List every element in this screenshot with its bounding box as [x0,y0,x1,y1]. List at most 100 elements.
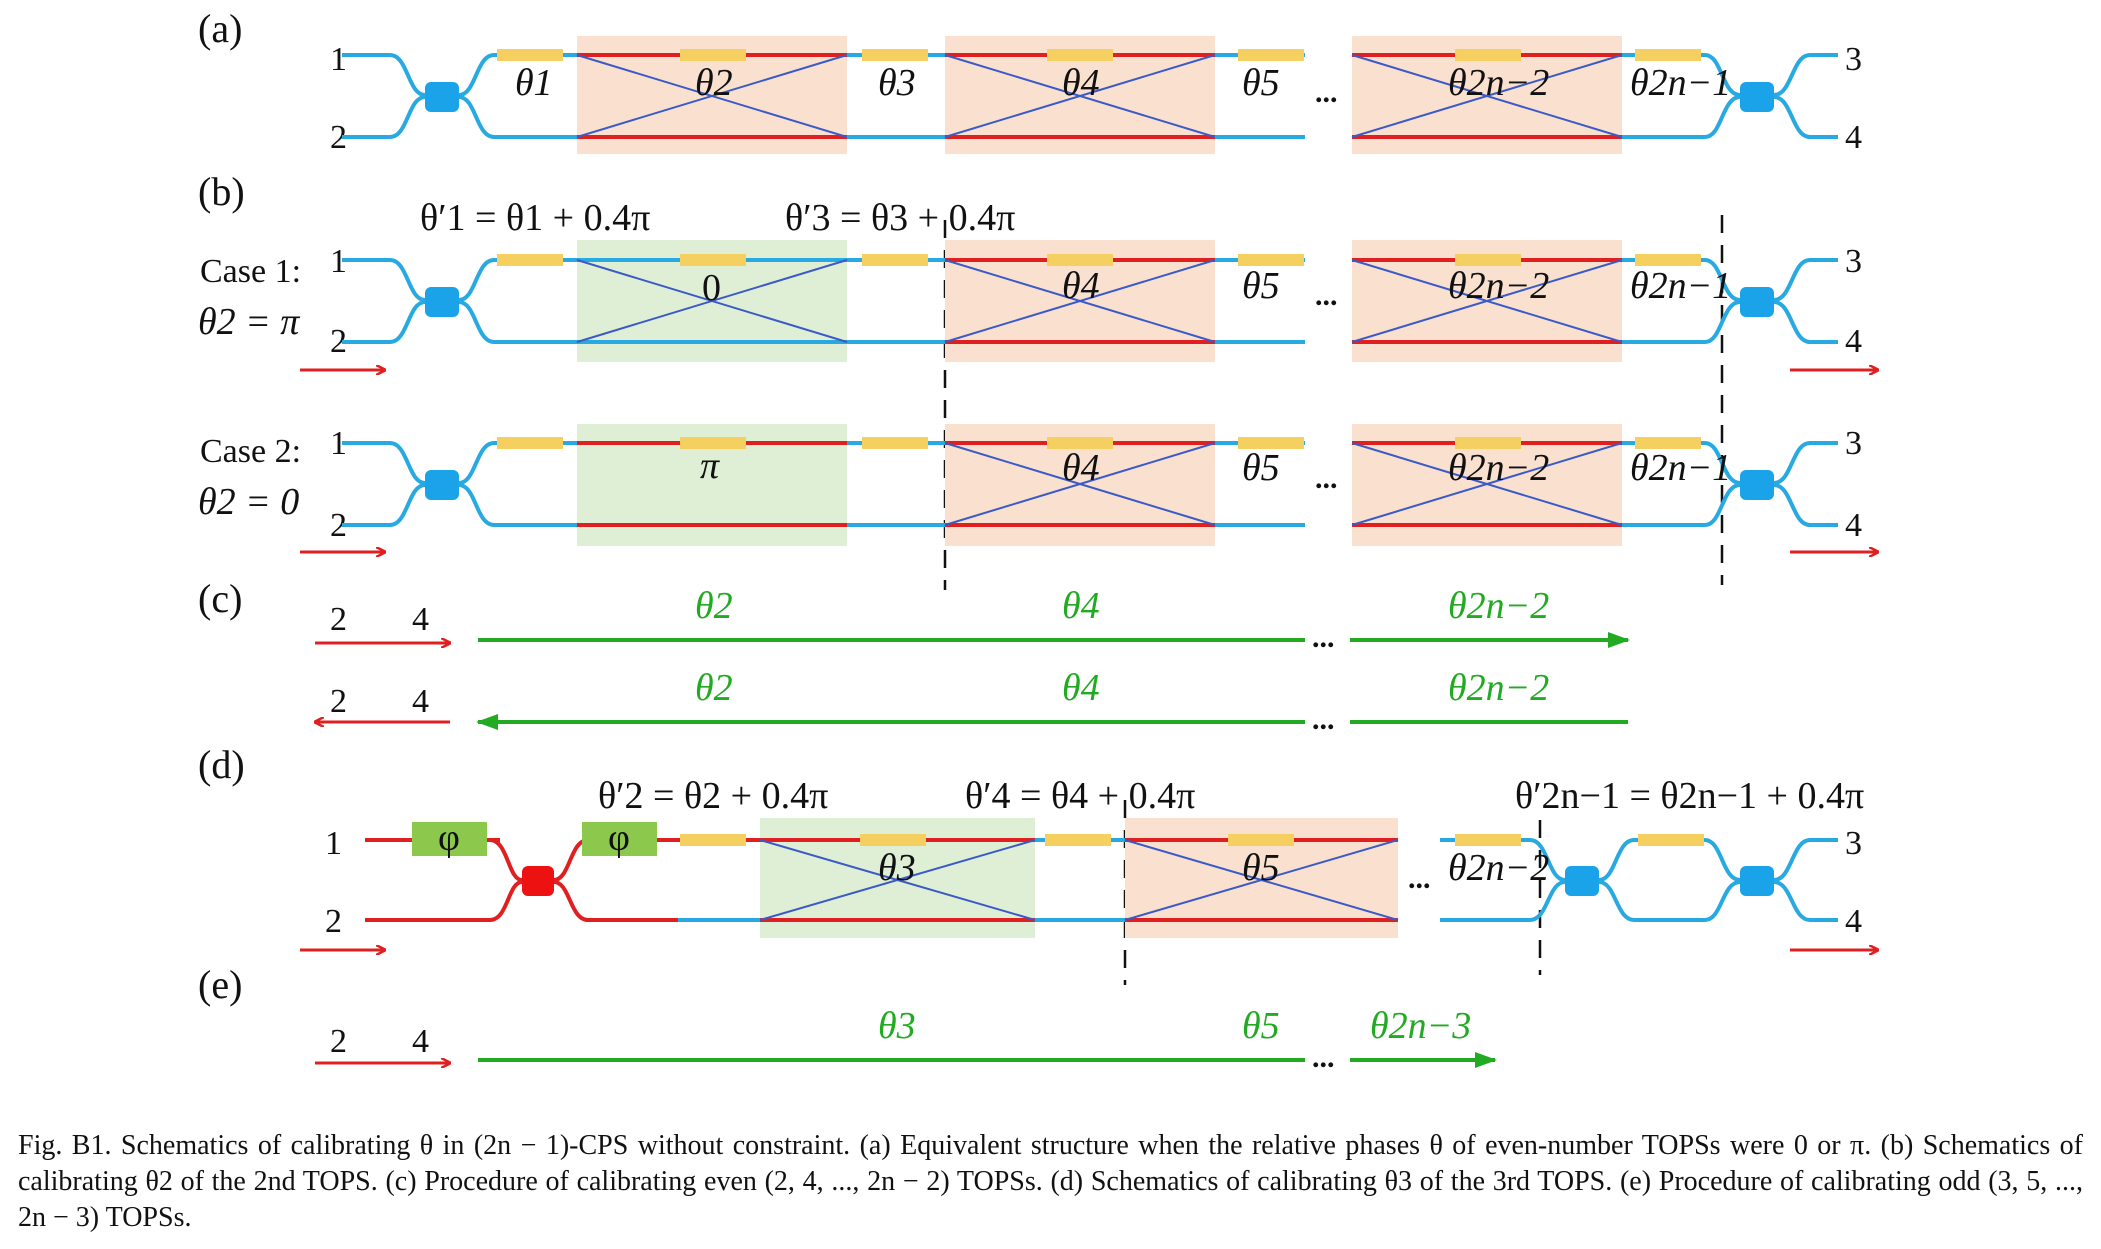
theta-label: θ3 [878,847,916,889]
waveguide [458,441,577,485]
heater [1238,437,1304,449]
panel-b: (b) θ′1 = θ1 + 0.4π θ′3 = θ3 + 0.4π Case… [198,169,1878,590]
port-1-label: 1 [330,41,347,78]
heater [860,834,926,846]
theta-label: θ2n−1 [1630,265,1731,307]
theta-label: θ2n−2 [1448,847,1549,889]
coupler [425,287,459,317]
waveguide [342,53,426,97]
waveguide [1622,53,1741,97]
port-2-label: 2 [330,683,347,720]
waveguide [1773,880,1838,922]
port-2-label: 2 [325,903,342,940]
equation-theta2n1-prime: θ′2n−1 = θ2n−1 + 0.4π [1515,775,1864,817]
heater [1455,437,1521,449]
heater [1635,254,1701,266]
port-2-label: 2 [330,323,347,360]
panel-label-c: (c) [198,576,242,621]
port-4-label: 4 [1845,903,1862,940]
heater [1455,49,1521,61]
case-2-condition: θ2 = 0 [198,481,299,523]
heater [1228,834,1294,846]
heater [680,834,746,846]
cross-line [944,442,1216,526]
panel-d: (d) θ′2 = θ2 + 0.4π θ′4 = θ4 + 0.4π θ′2n… [198,742,1878,985]
phi-label: φ [608,817,630,859]
panel-label-a: (a) [198,6,242,51]
heater [1638,834,1704,846]
theta-label: θ4 [1062,447,1100,489]
waveguide [1773,838,1838,882]
cross-line [1351,442,1623,526]
ellipsis: ... [1408,862,1431,895]
port-2-label: 2 [330,1023,347,1060]
heater [1455,834,1521,846]
waveguide [458,95,577,139]
waveguide [458,300,945,344]
ellipsis: ... [1315,462,1338,495]
port-2-label: 2 [330,119,347,156]
cross-line [1351,54,1623,138]
port-4-label: 4 [412,683,429,720]
port-4-label: 4 [1845,119,1862,156]
waveguide [1773,483,1838,527]
ellipsis: ... [1312,621,1335,654]
waveguide [1598,880,1741,922]
panel-label-e: (e) [198,962,242,1007]
green-tops-value: 0 [702,267,721,309]
theta-label: θ5 [1242,447,1280,489]
port-3-label: 3 [1845,243,1862,280]
heater [1455,254,1521,266]
waveguide [342,441,426,485]
heater [1047,254,1113,266]
theta-label: θ2n−2 [1448,447,1549,489]
case-2-label: Case 2: [200,433,301,470]
heater [497,254,563,266]
theta-label: θ2n−2 [1448,265,1549,307]
panel-c: (c) 2 4 ... θ2 θ4 θ2n−2 2 4 ... θ2 θ4 θ2… [198,576,1630,736]
cross-line [759,839,1036,921]
theta-label: θ3 [878,1005,916,1047]
figure-caption: Fig. B1. Schematics of calibrating θ in … [18,1130,2083,1233]
theta-label: θ2n−2 [1448,62,1549,104]
port-4-label: 4 [412,601,429,638]
panel-label-b: (b) [198,169,245,214]
port-1-label: 1 [325,825,342,862]
theta-label: θ5 [1242,847,1280,889]
heater [1045,834,1111,846]
theta-label: θ4 [1062,667,1100,709]
heater [862,254,928,266]
heater [1635,49,1701,61]
heater [1047,437,1113,449]
phase-shifter-phi [582,822,657,856]
ellipsis: ... [1315,76,1338,109]
waveguide [1773,53,1838,97]
waveguide [1773,95,1838,139]
cross-line [1351,259,1623,343]
port-3-label: 3 [1845,425,1862,462]
theta-label: θ4 [1062,585,1100,627]
heater [862,49,928,61]
cross-line [576,259,848,343]
waveguide [1773,300,1838,344]
theta-label: θ2n−1 [1630,62,1731,104]
equation-theta4-prime: θ′4 = θ4 + 0.4π [965,775,1195,817]
coupler [425,82,459,112]
waveguide [342,258,426,302]
theta-label: θ2n−2 [1448,585,1549,627]
theta-label: θ2n−3 [1370,1005,1471,1047]
waveguide [342,95,426,139]
red-coupler [522,866,554,896]
heater [497,437,563,449]
equation-theta3-prime: θ′3 = θ3 + 0.4π [785,197,1015,239]
waveguide [342,300,426,344]
coupler [1740,866,1774,896]
case-2-row: Case 2: θ2 = 0 1 2 3 4 [198,424,1878,552]
waveguide [1622,300,1741,344]
waveguide [1622,441,1741,485]
waveguide [1622,483,1741,527]
heater [680,49,746,61]
case-1-label: Case 1: [200,253,301,290]
heater [497,49,563,61]
